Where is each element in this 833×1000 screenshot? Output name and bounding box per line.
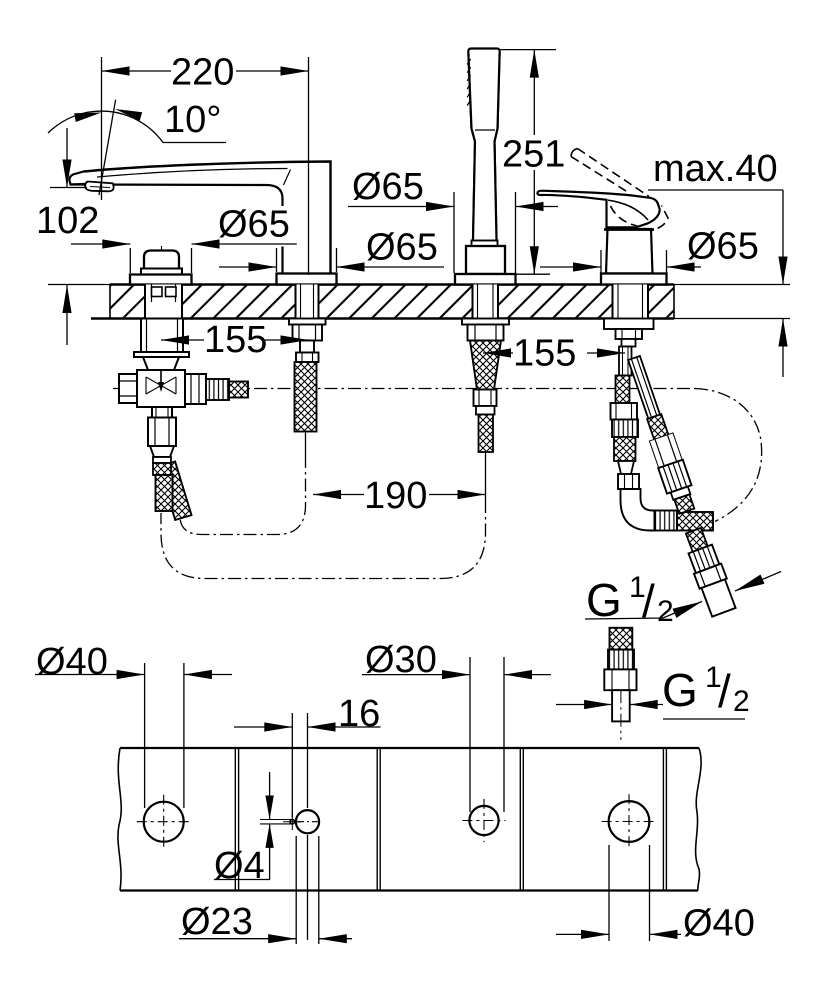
svg-text:Ø23: Ø23 (181, 901, 253, 943)
svg-text:16: 16 (338, 693, 380, 735)
svg-text:220: 220 (171, 52, 234, 94)
svg-text:Ø65: Ø65 (687, 226, 759, 268)
svg-text:2: 2 (657, 595, 674, 628)
svg-text:Ø4: Ø4 (214, 845, 265, 887)
svg-text:1: 1 (629, 571, 646, 604)
svg-text:G: G (662, 664, 698, 716)
svg-text:155: 155 (204, 319, 267, 361)
svg-text:max.40: max.40 (653, 148, 778, 190)
svg-text:Ø65: Ø65 (218, 204, 290, 246)
svg-text:1: 1 (705, 661, 722, 694)
svg-text:/: / (718, 665, 731, 717)
svg-text:Ø65: Ø65 (352, 166, 424, 208)
svg-text:10°: 10° (164, 99, 221, 141)
svg-text:102: 102 (36, 200, 99, 242)
svg-text:Ø40: Ø40 (36, 641, 108, 683)
svg-text:2: 2 (733, 685, 750, 718)
svg-text:155: 155 (513, 333, 576, 375)
svg-text:190: 190 (364, 475, 427, 517)
svg-text:G: G (586, 574, 622, 626)
svg-text:Ø40: Ø40 (683, 903, 755, 945)
svg-text:Ø65: Ø65 (366, 227, 438, 269)
svg-text:/: / (642, 575, 655, 627)
svg-text:251: 251 (502, 134, 565, 176)
